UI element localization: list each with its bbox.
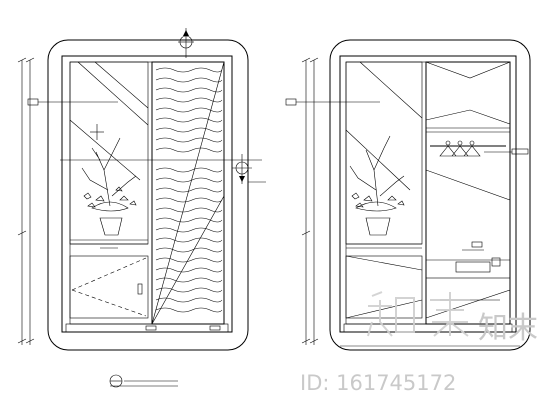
left-section-marker-right xyxy=(232,154,266,184)
left-section-marker-top xyxy=(178,28,194,58)
watermark-id-text: ID: 161745172 xyxy=(300,371,456,395)
right-mirror-door xyxy=(345,61,423,319)
left-bottom-dimension-tags xyxy=(145,325,221,331)
left-title-marker xyxy=(109,374,178,388)
right-cabinet-body xyxy=(339,55,517,333)
right-elevation xyxy=(285,39,531,351)
right-plinth xyxy=(343,323,513,333)
left-branch-plant xyxy=(81,137,137,236)
right-branch-plant xyxy=(349,135,405,236)
left-dimension-line xyxy=(17,57,35,345)
watermark: 知末 ID: 161745172 xyxy=(300,291,538,395)
left-wave-panel-door xyxy=(151,61,225,325)
watermark-brand-glyphs xyxy=(367,291,470,337)
watermark-brand-text: 知末 xyxy=(478,311,538,346)
right-leader-tag xyxy=(285,98,380,106)
left-elevation xyxy=(17,28,266,388)
left-mirror-door xyxy=(69,61,149,319)
right-dimension-line xyxy=(301,57,319,345)
right-outer-rounded-frame xyxy=(329,39,531,351)
left-plinth xyxy=(65,323,229,333)
right-open-compartment xyxy=(425,61,529,325)
left-cabinet-body xyxy=(61,55,233,333)
left-outer-rounded-frame xyxy=(47,39,249,351)
left-leader-tag xyxy=(27,98,118,106)
